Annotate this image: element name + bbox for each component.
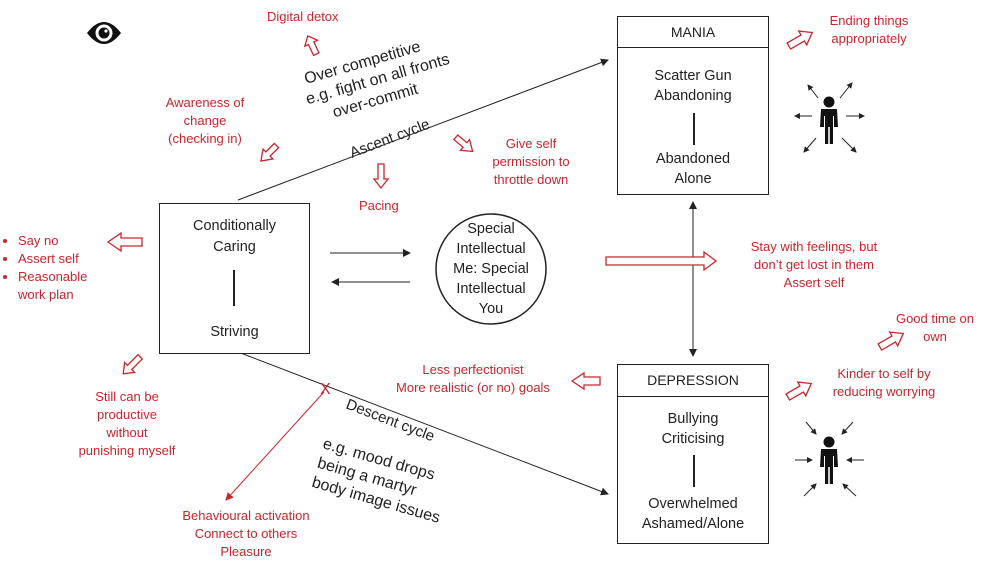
stay-feelings-line-1: Stay with feelings, but [750, 239, 878, 254]
left-list-arrow [106, 231, 143, 253]
still-productive-line-4: punishing myself [78, 443, 176, 458]
mania-line-3: Abandoned [655, 151, 731, 167]
stay-feelings-line-2: don’t get lost in them [754, 257, 874, 272]
core-line-1: Conditionally [192, 218, 277, 234]
descent-note: e.g. mood drops being a martyr body imag… [310, 436, 442, 527]
left-list-item-2: Assert self [18, 250, 110, 268]
kinder-note: Kinder to self by reducing worrying [813, 365, 955, 401]
core-line-2: Caring [213, 239, 256, 255]
circle-text: Special Intellectual Me: Special Intelle… [436, 219, 546, 319]
kinder-line-2: reducing worrying [832, 384, 936, 399]
circle-line-1: Special [467, 221, 515, 237]
give-self-line-2: permission to [492, 154, 570, 169]
core-box: Conditionally Caring Striving [159, 203, 310, 354]
good-time-line-2: own [923, 329, 947, 344]
ending-line-1: Ending things [829, 13, 909, 28]
special-intellectual-circle [435, 213, 547, 325]
left-list-item-1: Say no [18, 232, 110, 250]
awareness-line-1: Awareness of [165, 95, 245, 110]
circle-line-4: Intellectual [456, 281, 526, 297]
good-time-arrow [877, 331, 905, 351]
mania-line-4: Alone [674, 171, 712, 187]
descent-cross: X [320, 381, 331, 398]
depression-line-3: Overwhelmed [648, 496, 738, 512]
behavioural-line-1: Behavioural activation [182, 508, 310, 523]
inward-arrows [795, 421, 864, 497]
awareness-note: Awareness of change (checking in) [150, 94, 260, 148]
good-time-line-1: Good time on [895, 311, 975, 326]
still-productive-arrow-shape [122, 353, 144, 375]
mania-divider [693, 113, 695, 145]
descent-cycle-line [237, 351, 609, 496]
behavioural-note: Behavioural activation Connect to others… [166, 507, 326, 561]
depression-box: DEPRESSION Bullying Criticising Overwhel… [617, 364, 769, 544]
core-divider [233, 270, 235, 306]
ending-line-2: appropriately [831, 31, 907, 46]
awareness-line-2: change [183, 113, 227, 128]
give-self-note: Give self permission to throttle down [476, 135, 586, 189]
circle-line-5: You [478, 301, 504, 317]
kinder-line-1: Kinder to self by [837, 366, 931, 381]
depression-divider [693, 455, 695, 487]
ending-note: Ending things appropriately [814, 12, 924, 48]
digital-detox-note: Digital detox [267, 9, 339, 24]
ascent-cycle-line [237, 58, 609, 201]
ascent-note: Over competitive e.g. fight on all front… [302, 38, 451, 121]
good-time-note: Good time on own [890, 310, 980, 346]
circle-line-3: Me: Special [453, 261, 529, 277]
behavioural-line-2: Connect to others [194, 526, 298, 541]
circle-line-2: Intellectual [456, 241, 526, 257]
stay-feelings-arrow [605, 250, 718, 272]
depression-title: DEPRESSION [618, 365, 768, 397]
pacing-note: Pacing [359, 198, 399, 213]
outward-arrows [794, 82, 865, 153]
awareness-arrow [260, 142, 280, 162]
person-icon-depression [820, 436, 838, 484]
depression-line-4: Ashamed/Alone [641, 516, 745, 532]
stay-feelings-line-3: Assert self [783, 275, 845, 290]
ending-things-arrow [786, 30, 814, 50]
less-perfectionist-line-1: Less perfectionist [422, 362, 524, 377]
kinder-arrow [785, 381, 813, 401]
behavioural-arrow [225, 391, 325, 501]
still-productive-line-3: without [106, 425, 148, 440]
depression-line-1: Bullying [667, 411, 719, 427]
give-self-line-1: Give self [505, 136, 557, 151]
pacing-arrow [372, 163, 390, 190]
mania-line-1: Scatter Gun [654, 68, 732, 84]
less-perfectionist-note: Less perfectionist More realistic (or no… [376, 361, 570, 397]
give-self-arrow [452, 134, 474, 153]
left-list: Say no Assert self Reasonable work plan [0, 232, 110, 304]
still-productive-note: Still can be productive without punishin… [62, 388, 192, 460]
awareness-line-3: (checking in) [168, 131, 242, 146]
left-list-item-3-cont: work plan [18, 287, 74, 302]
stay-feelings-note: Stay with feelings, but don’t get lost i… [726, 238, 902, 292]
depression-line-2: Criticising [661, 431, 725, 447]
left-list-item-3: Reasonable [18, 268, 110, 286]
core-line-3: Striving [210, 324, 259, 340]
mania-line-2: Abandoning [654, 88, 732, 104]
mania-box: MANIA Scatter Gun Abandoning Abandoned A… [617, 16, 769, 195]
person-icon [820, 96, 838, 144]
give-self-line-3: throttle down [493, 172, 569, 187]
ascent-cycle-label: Ascent cycle [347, 116, 432, 162]
still-productive-line-1: Still can be [95, 389, 159, 404]
digital-detox-arrow [303, 35, 320, 57]
descent-cycle-label: Descent cycle [344, 396, 437, 445]
still-productive-line-2: productive [97, 407, 157, 422]
mania-title: MANIA [618, 17, 768, 48]
eye-logo-icon [87, 22, 121, 44]
less-perfectionist-arrow [570, 371, 601, 391]
behavioural-line-3: Pleasure [220, 544, 272, 559]
less-perfectionist-line-2: More realistic (or no) goals [396, 380, 550, 395]
